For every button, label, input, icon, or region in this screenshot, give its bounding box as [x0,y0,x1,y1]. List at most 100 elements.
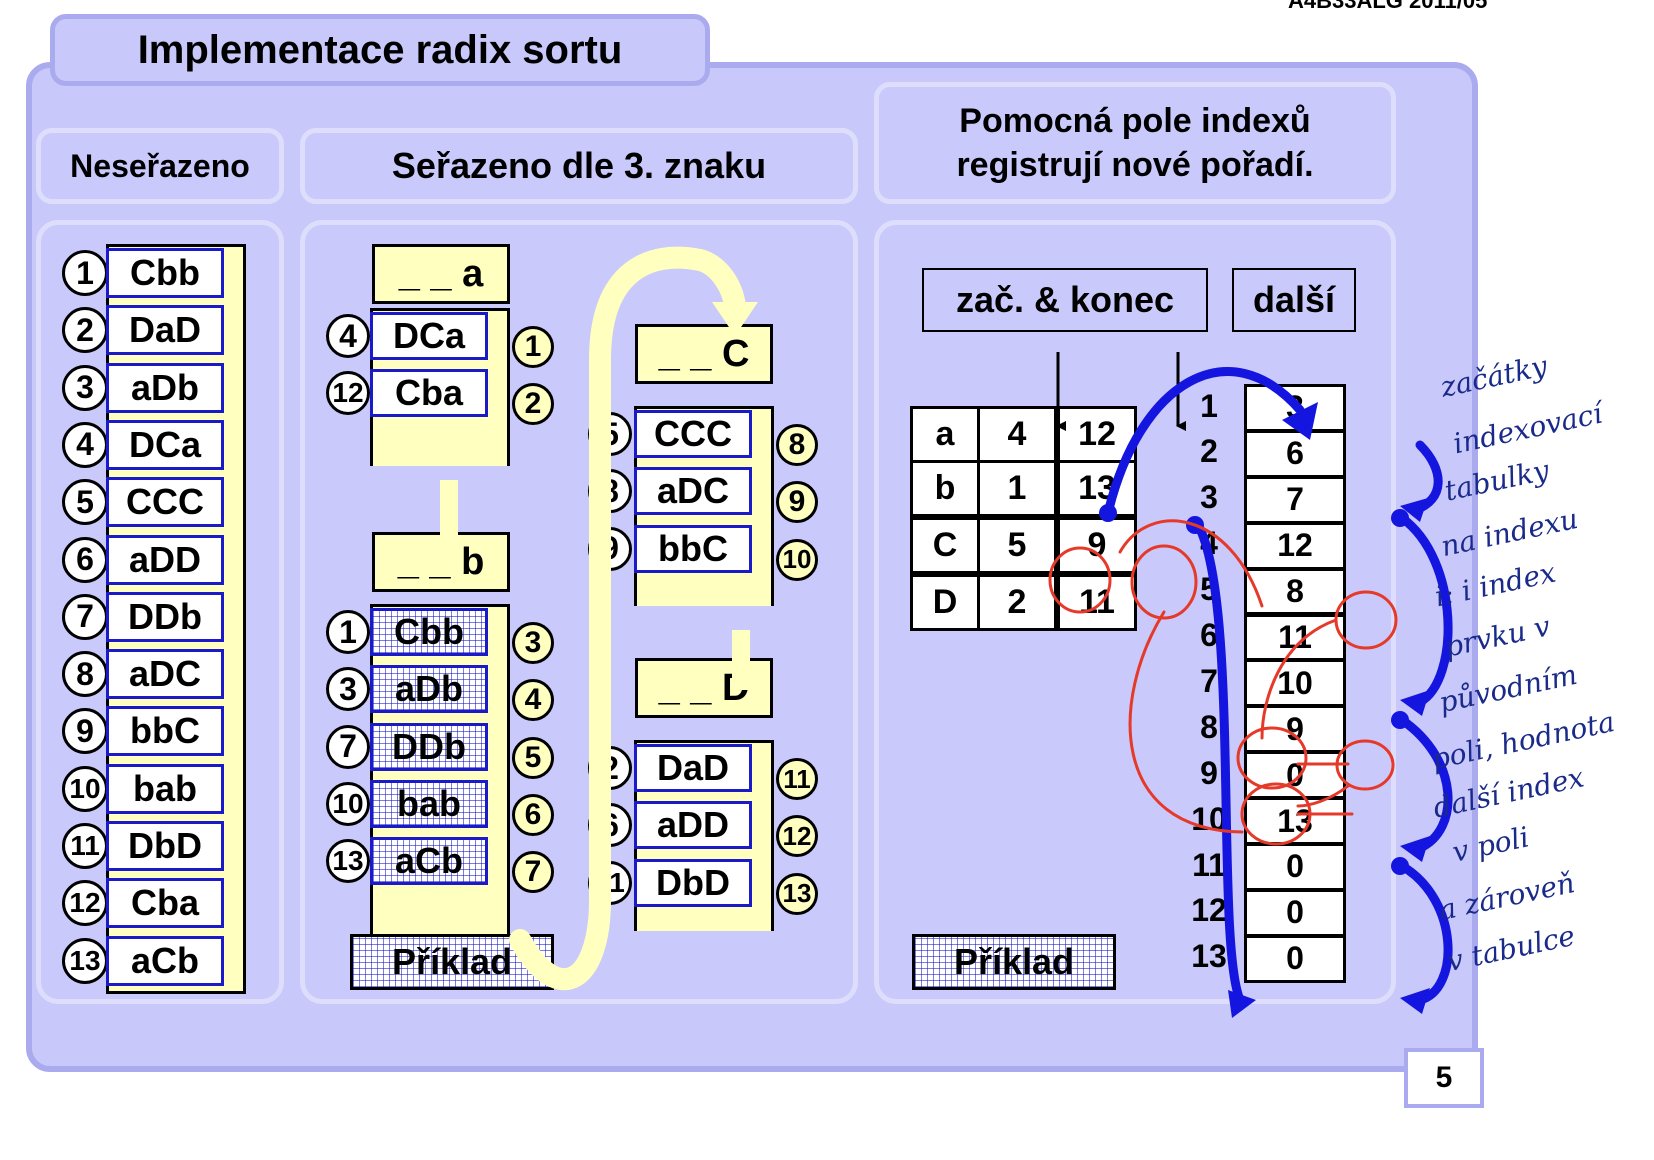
unsorted-item: aCb [106,935,224,986]
next-index-label: 11 [1192,846,1226,883]
next-cell: 8 [1244,567,1346,616]
new-position-circle: 4 [512,679,554,722]
bucket-item: DbD [634,858,752,907]
bucket-item: aDD [634,801,752,850]
handwritten-note-line: v poli [1449,820,1533,869]
unsorted-item: bab [106,763,224,814]
orig-index-circle: 12 [326,371,370,416]
next-index-label: 13 [1191,938,1227,975]
bucket-item: aDb [370,665,488,714]
next-header: další [1232,268,1356,332]
start-end-cell: 1 [977,460,1057,517]
new-position-circle: 10 [776,538,818,581]
index-circle: 12 [62,880,108,927]
new-position-circle: 7 [512,851,554,894]
chain-dots [1099,504,1409,875]
orig-index-circle: 4 [326,314,370,358]
header-unsorted: Neseřazeno [36,128,284,204]
chain-arrows [1103,367,1453,1005]
bucket-item: bbC [634,524,752,573]
bucket-item: CCC [634,410,752,458]
chain-3-to-7 [1397,513,1453,707]
handwritten-note-line: prvku v [1441,609,1554,664]
new-position-circle: 1 [512,326,554,368]
bucket-item: DaD [634,744,752,792]
next-index-label: 8 [1200,708,1218,745]
header-sorted: Seřazeno dle 3. znaku [300,128,858,204]
new-position-circle: 13 [776,872,818,915]
chain-arrowheads [1228,402,1430,1018]
next-index-label: 12 [1191,892,1227,929]
bucket-item: DCa [370,312,488,360]
next-cell: 0 [1244,934,1346,983]
unsorted-item: DCa [106,419,224,470]
unsorted-item: CCC [106,477,224,528]
example-button-right[interactable]: Příklad [912,934,1116,990]
next-index-label: 9 [1200,754,1218,791]
unsorted-item: DaD [106,305,224,356]
next-cell: 12 [1244,521,1346,570]
next-index-label: 3 [1200,479,1218,516]
new-position-circle: 2 [512,383,554,426]
start-end-cell: C [910,517,980,574]
index-circle: 3 [62,364,108,411]
start-end-cell: 2 [977,574,1057,631]
handwritten-note-line: na indexu [1438,501,1581,564]
next-index-label: 1 [1200,387,1218,424]
bucket-item: aCb [370,837,488,886]
orig-index-circle: 13 [326,839,370,884]
new-position-circle: 9 [776,481,818,524]
index-circle: 10 [62,765,108,812]
chain-end-to-13 [1193,520,1245,1005]
chain-start-to-1 [1103,367,1305,518]
unsorted-item: Cba [106,878,224,929]
orig-index-circle: 1 [326,610,370,654]
bucket-header: _ _ C [635,324,773,384]
bucket-header: _ _ a [372,244,510,304]
next-cell: 7 [1244,475,1346,524]
index-circle: 1 [62,250,108,296]
bucket-item: DDb [370,722,488,771]
start-end-cell: 4 [977,406,1057,463]
bucket-item: aDC [634,467,752,516]
handwritten-note-line: původním [1436,657,1581,720]
start-end-header: zač. & konec [922,268,1208,332]
connector-a-b [440,480,458,568]
start-end-cell: 5 [977,517,1057,574]
index-circle: 11 [62,823,108,869]
unsorted-item: aDb [106,362,224,413]
unsorted-item: aDD [106,534,224,585]
handwritten-note-line: v tabulce [1443,918,1578,979]
unsorted-item: Cbb [106,248,224,298]
header-aux-line2: registrují nové pořadí. [956,146,1314,184]
page-number: 5 [1404,1048,1484,1108]
new-position-circle: 11 [776,758,818,800]
bucket-flow-arrow [509,246,746,991]
bucket-item: Cba [370,369,488,418]
orig-index-circle: 10 [326,781,370,826]
handwritten-note-line: a zároveň [1436,866,1578,927]
new-position-circle: 8 [776,424,818,466]
handwritten-note-line: indexovací [1450,396,1606,461]
next-index-label: 6 [1200,617,1218,653]
header-aux: Pomocná pole indexů registrují nové pořa… [874,82,1396,204]
unsorted-item: bbC [106,706,224,757]
chain-7-to-10 [1397,715,1453,853]
unsorted-item: aDC [106,649,224,700]
next-index-label: 7 [1200,662,1218,699]
handwritten-note-line: i: i index [1431,555,1559,614]
handwritten-note-line: tabulky [1441,453,1552,508]
new-position-circle: 5 [512,736,554,779]
start-end-cell: b [910,460,980,517]
unsorted-item: DDb [106,591,224,642]
slide-title: Implementace radix sortu [50,14,710,86]
next-index-label: 2 [1200,433,1218,470]
new-position-circle: 6 [512,793,554,836]
orig-index-circle: 3 [326,667,370,712]
bucket-item: bab [370,779,488,828]
connector-C-D [732,630,750,690]
